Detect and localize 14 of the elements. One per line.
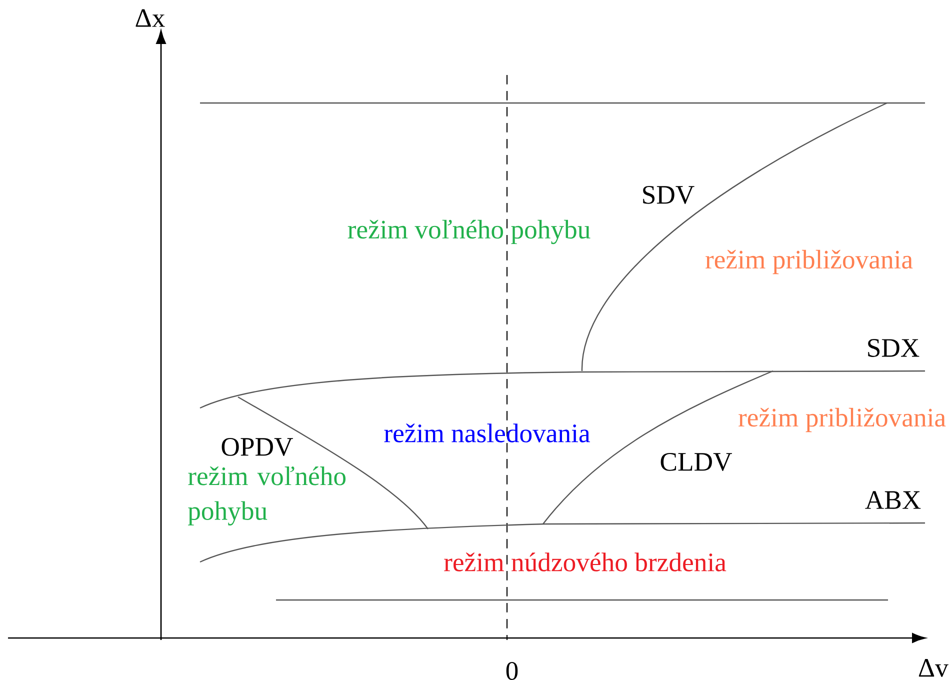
region-label: režim nasledovania: [384, 424, 590, 442]
curve-label: SDV: [643, 186, 694, 204]
curve-label: ABX: [865, 491, 921, 509]
axis-label: Δv: [918, 659, 948, 677]
region-label: režim približovania: [706, 250, 913, 274]
curve-label: CLDV: [660, 452, 732, 472]
tick-label: 0: [506, 662, 518, 680]
axis-label: Δx: [136, 9, 165, 27]
region-label: režim približovania: [738, 408, 946, 432]
curve-label: SDX: [868, 339, 920, 357]
region-label: režim voľného pohybu: [348, 220, 590, 244]
curve-label: OPDV: [222, 438, 293, 456]
region-label: režim voľného pohybu: [188, 466, 346, 526]
region-label: režim núdzového brzdenia: [444, 552, 726, 572]
